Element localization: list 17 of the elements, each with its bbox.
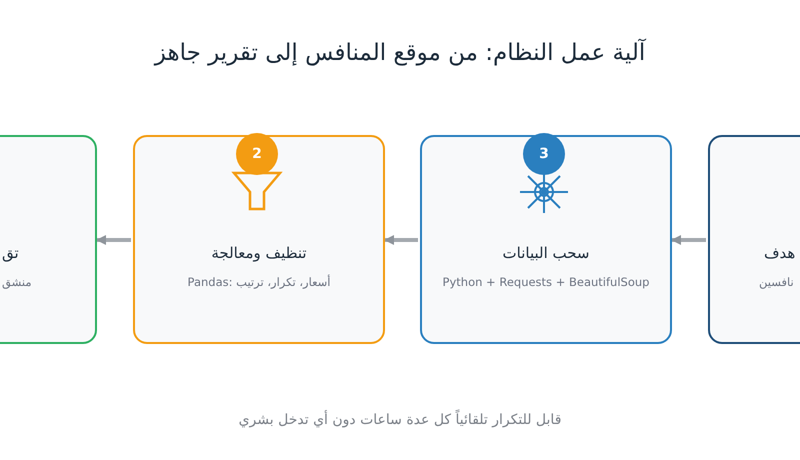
caption: قابل للتكرار تلقائياً كل عدة ساعات دون أي تدخل بشري	[0, 412, 800, 428]
step-description: Python + Requests + BeautifulSoup	[442, 275, 650, 289]
step-title: تنظيف ومعالجة	[211, 244, 307, 262]
step-number-badge: 3	[523, 133, 565, 175]
title: آلية عمل النظام: من موقع المنافس إلى تقرير جاهز	[152, 40, 648, 66]
step-description: نافسين	[759, 275, 794, 289]
step-number-badge: 2	[236, 133, 278, 175]
arrow	[96, 235, 131, 245]
step-card	[133, 135, 385, 344]
step-title: هدف	[764, 244, 796, 262]
step-description: منشق	[2, 275, 32, 289]
step-title: سحب البيانات	[502, 244, 590, 262]
step-description: Pandas: أسعار، تكرار، ترتيب	[188, 275, 330, 289]
arrow	[671, 235, 706, 245]
arrow	[384, 235, 418, 245]
step-title: تق	[2, 244, 19, 262]
step-card	[420, 135, 672, 344]
